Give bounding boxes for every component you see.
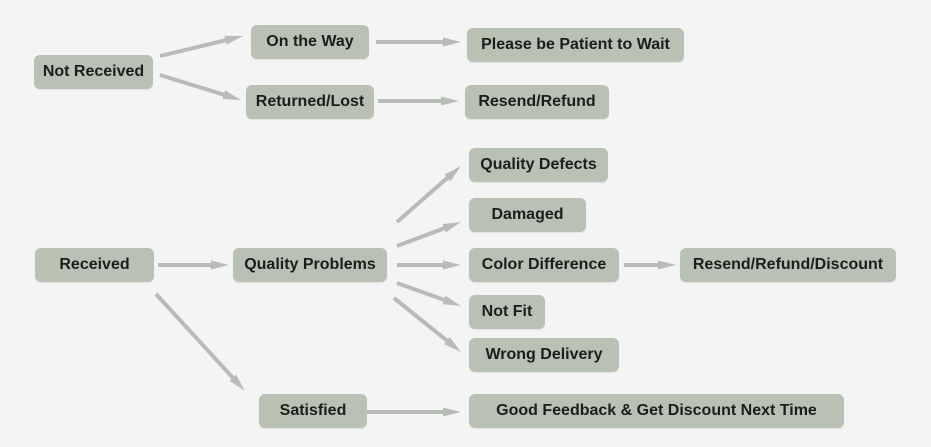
arrow-quality-problems-to-quality-defects — [395, 166, 461, 224]
arrow-quality-problems-to-damaged — [396, 222, 461, 248]
node-quality-defects: Quality Defects — [469, 148, 608, 182]
arrow-received-to-quality-problems — [158, 260, 229, 270]
arrow-received-to-satisfied — [154, 292, 245, 391]
node-damaged: Damaged — [469, 198, 586, 232]
arrow-not-received-to-returned-lost — [159, 73, 241, 100]
node-returned-lost: Returned/Lost — [246, 85, 374, 119]
node-please-wait: Please be Patient to Wait — [467, 28, 684, 62]
node-good-feedback: Good Feedback & Get Discount Next Time — [469, 394, 844, 428]
node-satisfied: Satisfied — [259, 394, 367, 428]
arrow-quality-problems-to-color-difference — [397, 260, 461, 270]
node-received: Received — [35, 248, 154, 282]
node-not-received: Not Received — [34, 55, 153, 89]
arrow-quality-problems-to-wrong-delivery — [392, 296, 461, 352]
arrow-returned-lost-to-resend-refund — [378, 96, 459, 106]
node-not-fit: Not Fit — [469, 295, 545, 329]
node-quality-problems: Quality Problems — [233, 248, 387, 282]
arrow-on-the-way-to-please-wait — [376, 37, 461, 47]
node-on-the-way: On the Way — [251, 25, 369, 59]
arrow-satisfied-to-good-feedback — [358, 407, 461, 417]
node-resend-refund-discount: Resend/Refund/Discount — [680, 248, 896, 282]
arrow-color-difference-to-resend-refund-discount — [624, 260, 676, 270]
node-resend-refund: Resend/Refund — [465, 85, 609, 119]
node-wrong-delivery: Wrong Delivery — [469, 338, 619, 372]
node-color-difference: Color Difference — [469, 248, 619, 282]
arrow-quality-problems-to-not-fit — [396, 281, 461, 306]
arrow-not-received-to-on-the-way — [159, 35, 243, 58]
